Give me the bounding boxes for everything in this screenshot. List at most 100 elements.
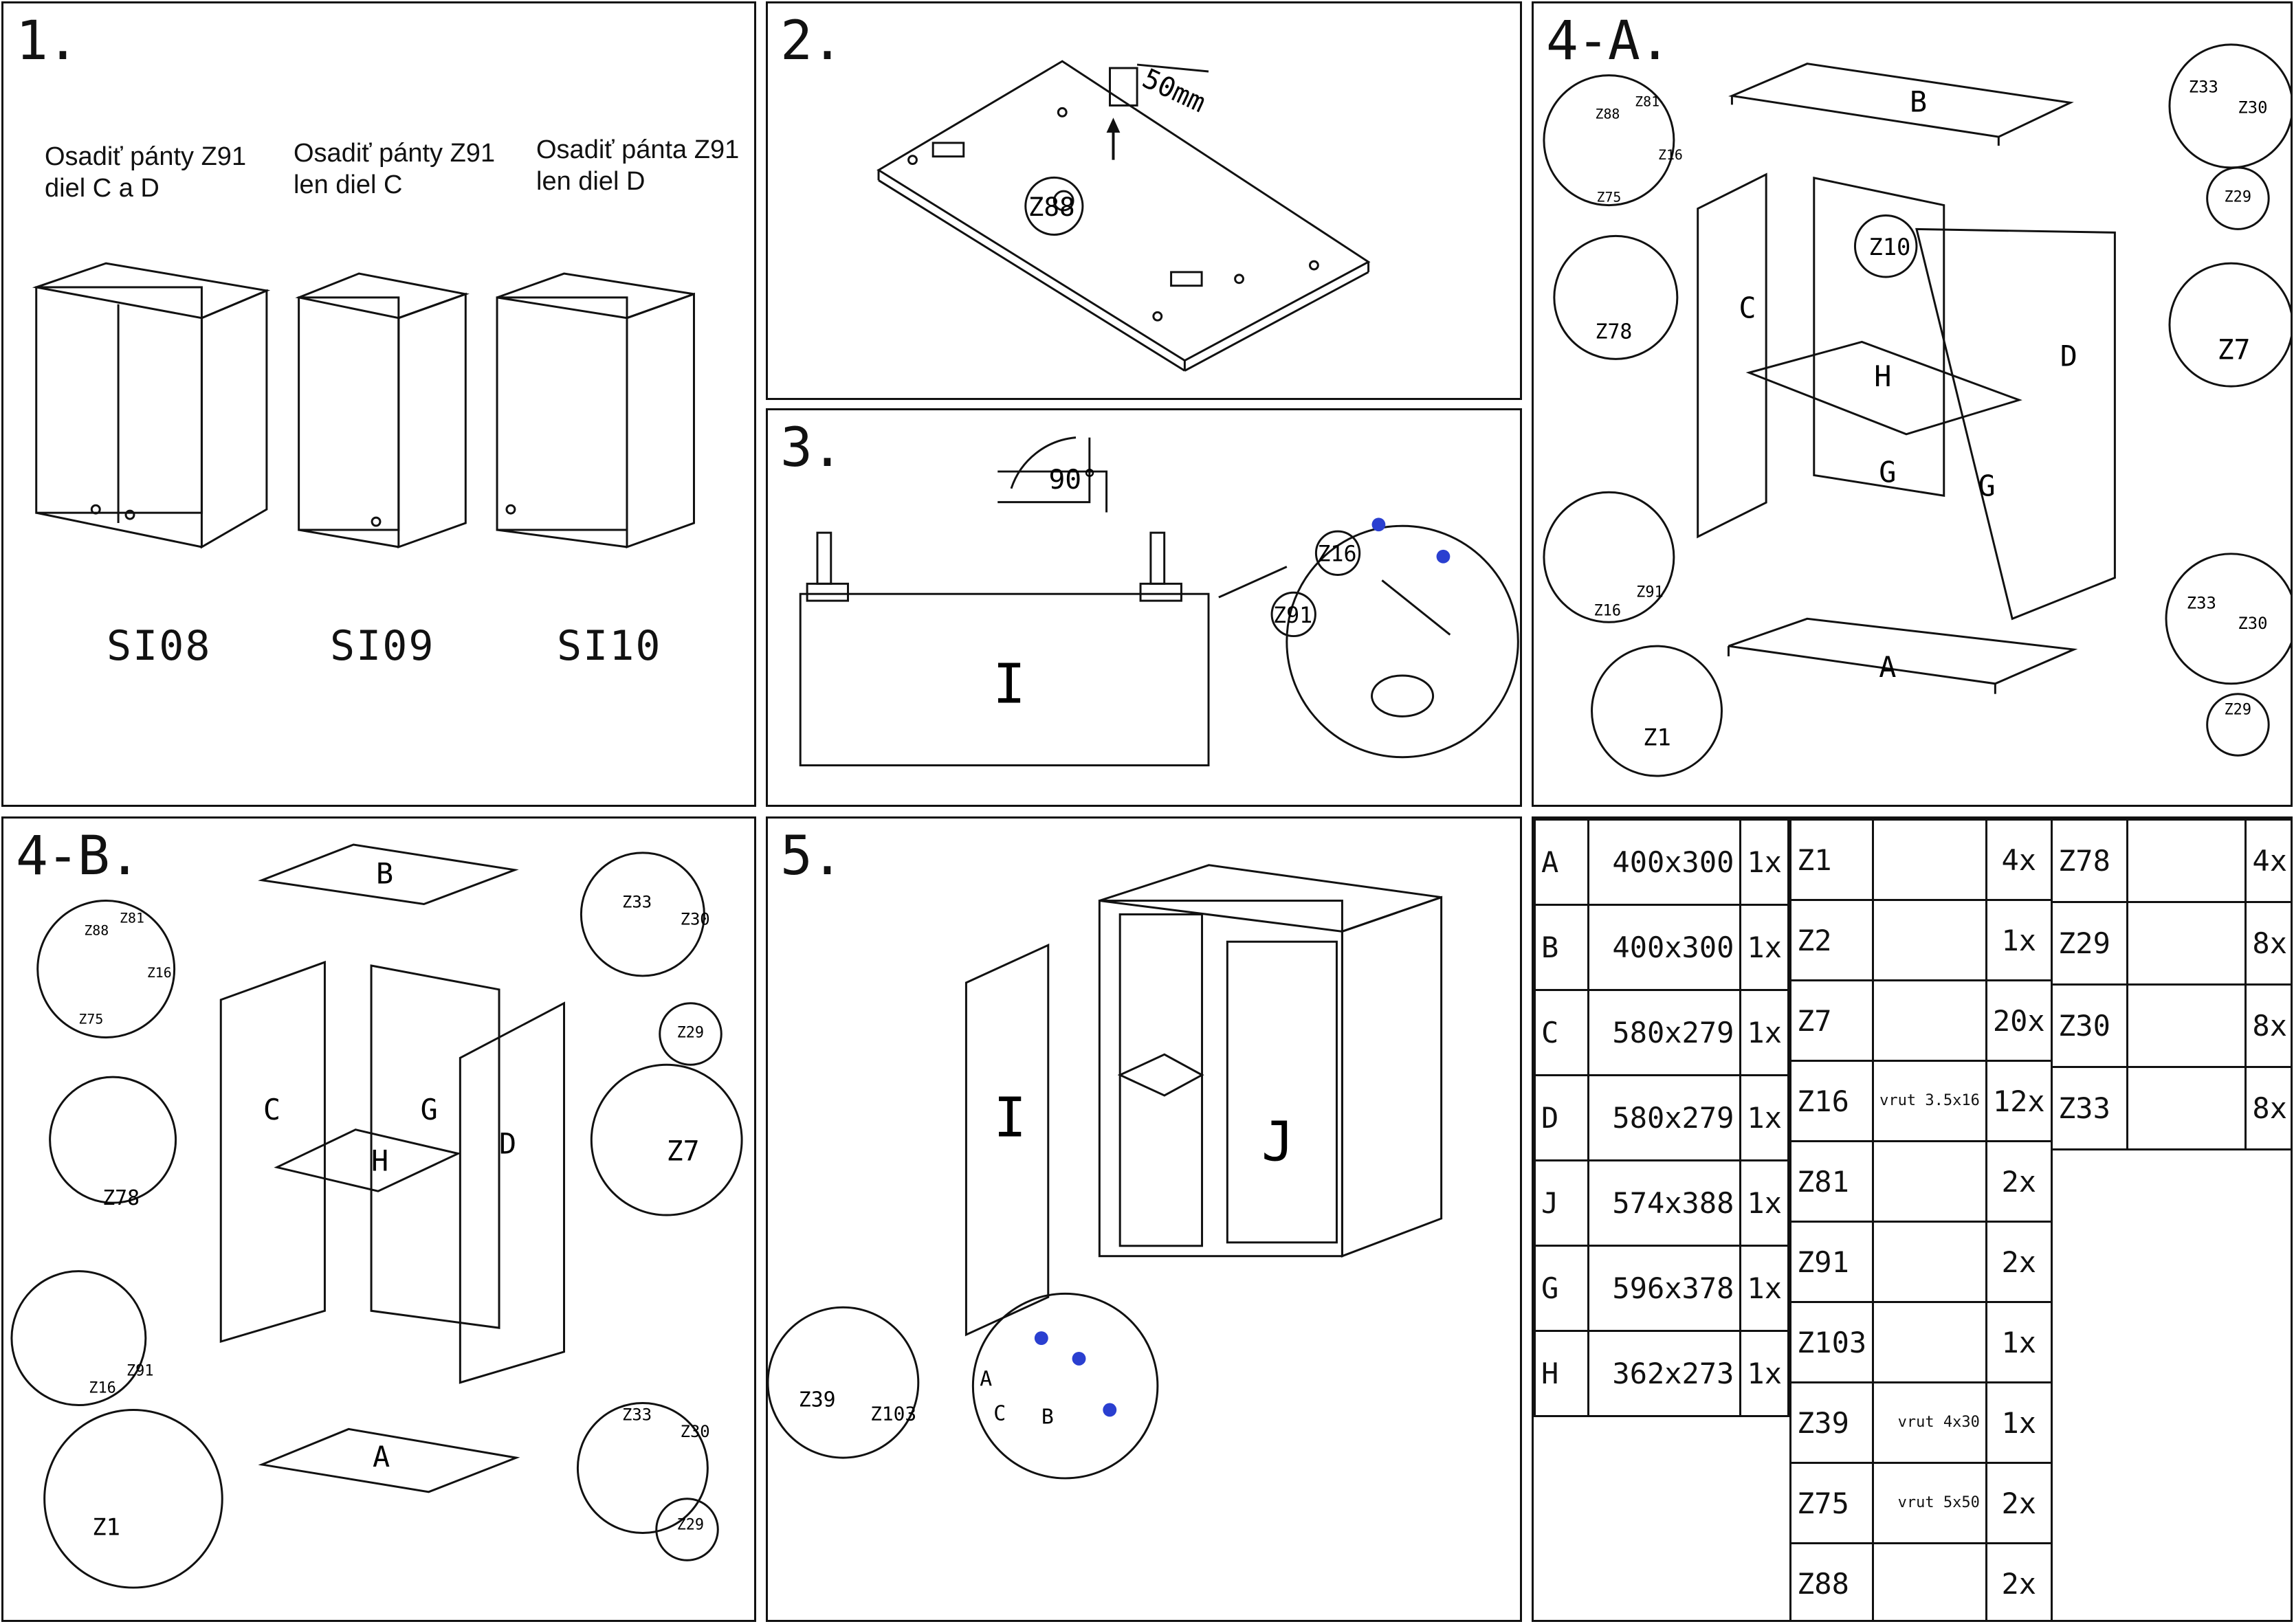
- callout-z1: Z1: [1643, 724, 1671, 750]
- callout-z29: Z29: [2225, 189, 2252, 206]
- hardware-code: Z75: [1789, 1462, 1875, 1544]
- hardware-row: Z33 8x: [2051, 1066, 2291, 1150]
- panel-qty: 1x: [1739, 1330, 1789, 1417]
- panel-size: 574x388: [1587, 1159, 1742, 1247]
- hardware-code: Z39: [1789, 1381, 1875, 1464]
- hardware-picture: [2126, 901, 2247, 986]
- callout-z30: Z30: [2238, 614, 2267, 633]
- hardware-code: Z88: [1789, 1542, 1875, 1620]
- panel-qty: 1x: [1739, 1159, 1789, 1247]
- door-hinge-drawing: 90° I Z16 Z91: [799, 436, 1519, 767]
- part-label-c: C: [1739, 291, 1756, 325]
- hardware-picture: [1872, 979, 1987, 1062]
- panel-size: 362x273: [1587, 1330, 1742, 1417]
- model-label-si10: SI10: [557, 622, 662, 670]
- hardware-spec: vrut 3.5x16: [1879, 1092, 1980, 1109]
- panel-qty: 1x: [1739, 1245, 1789, 1332]
- hardware-spec: vrut 5x50: [1897, 1494, 1980, 1511]
- hardware-qty: 1x: [1985, 1301, 2053, 1383]
- callout-z75: Z75: [78, 1012, 103, 1027]
- callout-z88: Z88: [84, 922, 109, 938]
- callout-z88: Z88: [1028, 192, 1075, 222]
- part-label-h: H: [371, 1144, 388, 1177]
- option-text-si10: Osadiť pánta Z91 len diel D: [536, 135, 740, 196]
- step-number: 4-A.: [1546, 10, 1671, 72]
- panel-qty: 1x: [1739, 1074, 1789, 1161]
- callout-z33: Z33: [622, 892, 652, 911]
- step-4a-panel: 4-A. B C H D G G A Z88 Z8: [1532, 1, 2293, 807]
- hardware-qty: 2x: [1985, 1221, 2053, 1303]
- hardware-qty: 12x: [1985, 1060, 2053, 1142]
- hardware-picture: vrut 4x30: [1872, 1381, 1987, 1464]
- step-2-panel: 2. 50mm Z88: [766, 1, 1522, 400]
- callout-z88: Z88: [1596, 106, 1620, 122]
- callout-z29: Z29: [677, 1517, 704, 1534]
- hardware-picture: [2126, 819, 2247, 903]
- panel-qty: 1x: [1739, 819, 1789, 906]
- hardware-row: Z75 vrut 5x50 2x: [1789, 1462, 2053, 1544]
- part-label-g: G: [421, 1093, 438, 1126]
- step-number: 1.: [16, 10, 79, 72]
- part-label-g: G: [1978, 469, 1995, 502]
- panel-label: A: [1534, 819, 1589, 906]
- hardware-qty: 8x: [2245, 1066, 2291, 1150]
- callout-z33: Z33: [2187, 593, 2216, 612]
- callout-z103: Z103: [870, 1402, 916, 1425]
- hardware-spec: vrut 4x30: [1897, 1414, 1980, 1431]
- callout-z39: Z39: [799, 1388, 836, 1412]
- part-label-d: D: [499, 1127, 516, 1161]
- door-mount-drawing: I J Z39 Z103 A C B: [768, 864, 1443, 1480]
- cabinet-variants-drawing: [32, 262, 695, 549]
- hardware-qty: 2x: [1985, 1462, 2053, 1544]
- step-number: 2.: [780, 10, 843, 72]
- hardware-code: Z29: [2051, 901, 2128, 986]
- step-number: 3.: [780, 417, 843, 479]
- adjust-label-a: A: [980, 1368, 992, 1392]
- part-label-j: J: [1261, 1109, 1294, 1173]
- callout-z81: Z81: [120, 910, 144, 926]
- hardware-code: Z78: [2051, 819, 2128, 903]
- part-label-i: I: [993, 1086, 1026, 1150]
- callout-z91: Z91: [1636, 583, 1664, 601]
- panel-label: C: [1534, 989, 1589, 1076]
- hardware-code: Z33: [2051, 1066, 2128, 1150]
- option-text-si08: Osadiť pánty Z91 diel C a D: [45, 142, 247, 203]
- hardware-picture: [1872, 1140, 1987, 1223]
- callout-z1: Z1: [92, 1513, 120, 1540]
- hardware-picture: [1872, 819, 1987, 901]
- model-label-si08: SI08: [107, 622, 212, 670]
- adjust-label-c: C: [993, 1401, 1006, 1425]
- option-text-si09: Osadiť pánty Z91 len diel C: [294, 139, 496, 199]
- exploded-assembly-a-drawing: B C H D G G A Z88 Z81 Z16 Z75 Z10 Z78 Z1…: [1543, 43, 2291, 777]
- callout-z7: Z7: [2218, 334, 2251, 366]
- callout-z30: Z30: [681, 909, 710, 928]
- hardware-picture: [1872, 1221, 1987, 1303]
- callout-z78: Z78: [1596, 320, 1633, 344]
- callout-z16: Z16: [147, 965, 172, 981]
- hardware-code: Z81: [1789, 1140, 1875, 1223]
- hardware-qty: 1x: [1985, 899, 2053, 981]
- panel-label: J: [1534, 1159, 1589, 1247]
- top-board-drawing: 50mm Z88: [876, 60, 1371, 372]
- callout-z91: Z91: [126, 1363, 153, 1380]
- step-number: 5.: [780, 825, 843, 887]
- hardware-picture: [2126, 983, 2247, 1068]
- hardware-picture: [1872, 899, 1987, 981]
- panel-size: 580x279: [1587, 1074, 1742, 1161]
- hardware-code: Z16: [1789, 1060, 1875, 1142]
- callout-z29: Z29: [2225, 702, 2252, 719]
